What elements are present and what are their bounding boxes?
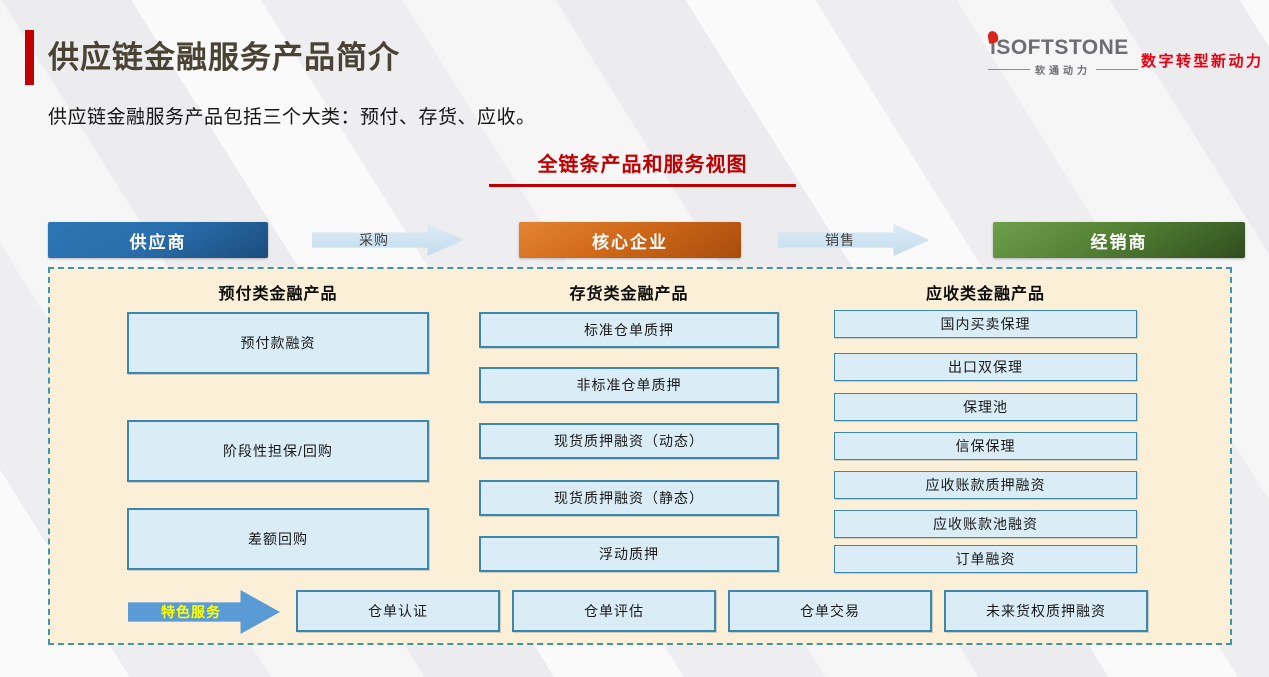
logo-rule-right	[1096, 69, 1138, 70]
product-box: 应收账款池融资	[834, 510, 1137, 538]
logo-rule-left	[988, 69, 1030, 70]
product-box: 信保保理	[834, 432, 1137, 460]
special-service-box: 仓单评估	[512, 590, 716, 632]
flow-distributor-box: 经销商	[993, 222, 1245, 258]
product-box: 现货质押融资（静态）	[479, 480, 779, 516]
flow-supplier-box: 供应商	[48, 222, 268, 258]
product-box: 标准仓单质押	[479, 312, 779, 348]
purchase-arrow-label: 采购	[359, 232, 389, 248]
product-box: 差额回购	[127, 508, 429, 570]
sales-arrow-label: 销售	[825, 232, 855, 248]
product-box: 预付款融资	[127, 312, 429, 374]
product-box: 出口双保理	[834, 353, 1137, 381]
product-box: 浮动质押	[479, 536, 779, 572]
logo-brand: iSOFTSTONE	[986, 30, 1138, 60]
product-box: 国内买卖保理	[834, 310, 1137, 338]
column-header-inventory: 存货类金融产品	[569, 286, 689, 303]
product-box: 应收账款质押融资	[834, 471, 1137, 499]
logo-subtitle-row: 软通动力	[988, 62, 1138, 77]
special-services-arrow: 特色服务	[128, 590, 280, 634]
special-service-box: 未来货权质押融资	[944, 590, 1148, 632]
products-panel: 预付类金融产品 存货类金融产品 应收类金融产品 预付款融资 阶段性担保/回购 差…	[48, 267, 1232, 645]
title-accent-bar	[25, 30, 34, 85]
product-box: 阶段性担保/回购	[127, 420, 429, 482]
section-heading-underline: 全链条产品和服务视图	[489, 148, 796, 187]
special-service-box: 仓单交易	[728, 590, 932, 632]
isoftstone-logo: iSOFTSTONE 软通动力	[986, 30, 1138, 77]
product-box: 现货质押融资（动态）	[479, 423, 779, 459]
column-header-receivable: 应收类金融产品	[925, 286, 1045, 303]
flow-core-enterprise-box: 核心企业	[519, 222, 741, 258]
special-services-label: 特色服务	[161, 604, 221, 620]
product-box: 非标准仓单质押	[479, 367, 779, 403]
logo-brand-cn: 软通动力	[1035, 66, 1091, 77]
product-box: 订单融资	[834, 545, 1137, 573]
special-service-box: 仓单认证	[296, 590, 500, 632]
column-header-prepaid: 预付类金融产品	[218, 286, 338, 303]
logo-brand-text: iSOFTSTONE	[990, 36, 1129, 59]
section-heading: 全链条产品和服务视图	[537, 154, 748, 176]
product-box: 保理池	[834, 393, 1137, 421]
intro-text: 供应链金融服务产品包括三个大类：预付、存货、应收。	[48, 107, 536, 128]
purchase-arrow: 采购	[312, 224, 464, 256]
page-title: 供应链金融服务产品简介	[48, 40, 400, 75]
sales-arrow: 销售	[778, 224, 930, 256]
logo-tagline: 数字转型新动力	[1141, 53, 1264, 70]
